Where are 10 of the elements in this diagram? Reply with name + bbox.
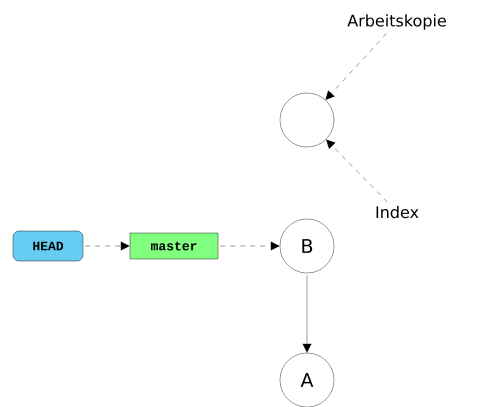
head-pointer-box: HEAD	[12, 230, 84, 262]
branch-box: master	[130, 232, 218, 260]
label-text: Index	[376, 206, 419, 218]
arrow	[326, 140, 388, 202]
label-text: Arbeitskopie	[347, 14, 446, 30]
arrow	[326, 33, 387, 100]
commit-circle	[280, 92, 334, 148]
arrow	[220, 242, 280, 250]
arrow	[85, 242, 130, 250]
arrow	[302, 275, 312, 353]
